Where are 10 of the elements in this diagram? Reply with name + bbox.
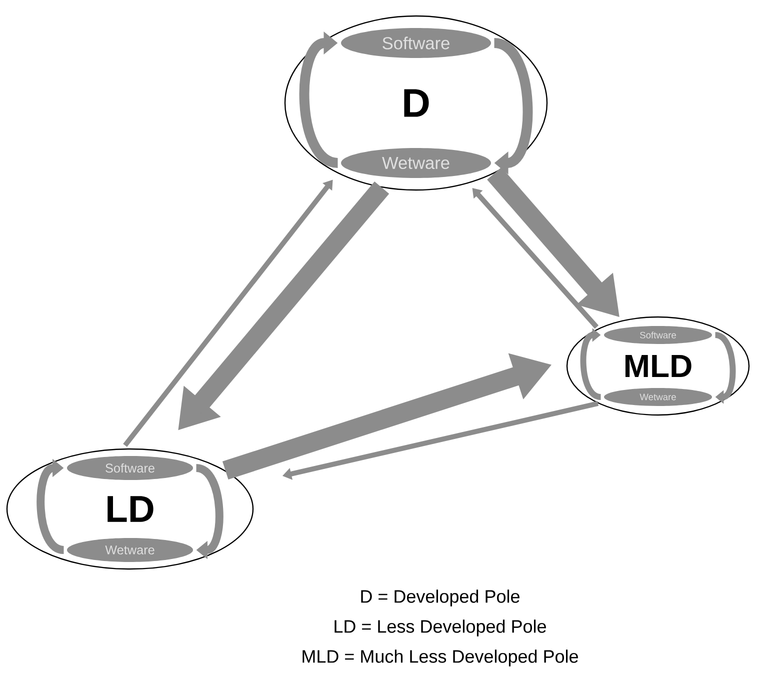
category-oval: Wetware: [341, 148, 491, 178]
category-oval: Software: [67, 456, 193, 480]
category-oval: Software: [604, 326, 712, 344]
category-oval: Software: [341, 28, 491, 58]
curved-arrow: [580, 328, 602, 400]
definition-text: D = Developed Pole: [361, 590, 520, 606]
category-oval: Wetware: [67, 538, 193, 562]
category-oval: Wetware: [604, 388, 712, 406]
definition-text: MLD = Much Less Developed Pole: [302, 650, 578, 666]
definition-text: LD = Less Developed Pole: [334, 620, 546, 636]
